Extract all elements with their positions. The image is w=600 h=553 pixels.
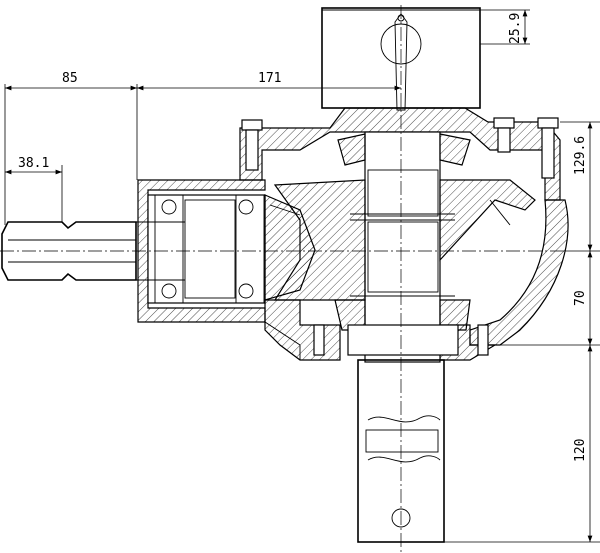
vertical-gear-shaft <box>334 131 471 363</box>
housing-bolts <box>241 117 559 356</box>
dim-129-6: 129.6 <box>573 136 588 175</box>
dim-85: 85 <box>62 71 78 86</box>
bevel-gears <box>264 179 536 301</box>
center-lines <box>0 5 565 553</box>
dim-70: 70 <box>573 290 588 306</box>
dim-38-1: 38.1 <box>18 156 49 171</box>
dim-25-9: 25.9 <box>508 13 523 44</box>
dimension-lines <box>4 9 600 543</box>
dim-171: 171 <box>258 71 281 86</box>
dim-120: 120 <box>573 439 588 462</box>
input-shaft-assembly <box>1 194 266 304</box>
